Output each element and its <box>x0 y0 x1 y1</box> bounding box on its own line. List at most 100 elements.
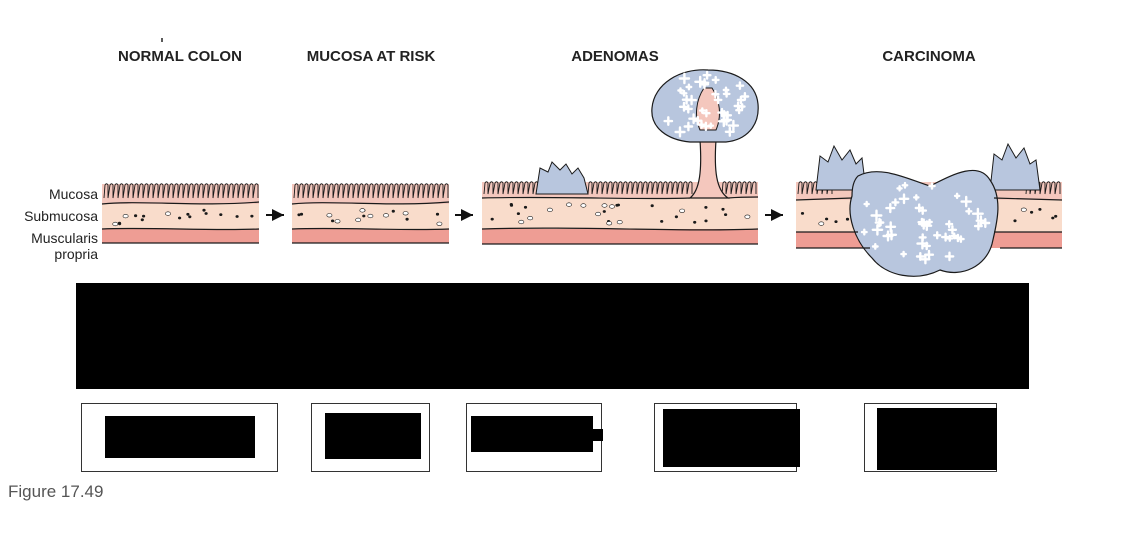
submucosa-cell <box>142 214 146 218</box>
submucosa-cell <box>178 216 182 220</box>
gland-lumen <box>711 75 720 84</box>
submucosa-cell <box>1054 214 1058 218</box>
submucosa-cells <box>297 208 443 226</box>
submucosa-cell <box>334 219 341 224</box>
layer-boundary <box>795 197 1063 201</box>
submucosa-cell <box>391 209 395 213</box>
submucosa-cell <box>202 208 206 212</box>
polyp-glands <box>663 70 750 138</box>
layer-boundary <box>101 227 260 231</box>
layer-boundary <box>481 227 759 231</box>
gland-lumen <box>707 122 715 129</box>
crypt-outline <box>103 183 259 199</box>
gland-lumen <box>917 217 927 227</box>
gland-lumen <box>913 194 920 201</box>
submucosa-cell <box>650 204 654 208</box>
gland-lumen <box>874 217 885 228</box>
submucosa-cell <box>704 219 708 223</box>
submucosa-cells <box>800 211 850 226</box>
redacted-label <box>471 416 593 452</box>
submucosa-cell <box>140 218 144 222</box>
gland-lumen <box>898 193 910 205</box>
submucosa-cell <box>523 205 528 209</box>
gland-lumen <box>736 95 746 105</box>
gland-lumen <box>885 203 896 214</box>
submucosa-layer <box>482 198 758 229</box>
gland-lumen <box>699 78 710 88</box>
submucosa-cell <box>721 207 725 211</box>
submucosa-cell <box>744 214 751 219</box>
gland-lumen <box>713 95 723 105</box>
submucosa-cell <box>219 213 223 217</box>
submucosa-cell <box>235 215 239 218</box>
gland-lumen <box>735 81 745 90</box>
submucosa-cell <box>359 208 366 213</box>
submucosa-cell <box>402 211 409 216</box>
submucosa-cell <box>595 211 601 217</box>
gland-lumen <box>871 243 879 250</box>
submucosa-cell <box>609 204 615 209</box>
submucosa-cell <box>297 213 301 217</box>
gland-lumen <box>870 209 883 222</box>
submucosa-cell <box>818 221 825 226</box>
submucosa-cell <box>1020 207 1027 212</box>
submucosa-cell <box>547 207 553 212</box>
gland-lumen <box>697 120 706 129</box>
gland-lumen <box>882 230 894 242</box>
gland-lumen <box>971 207 984 220</box>
submucosa-cell <box>834 220 838 224</box>
submucosa-cell <box>693 220 697 224</box>
layer-label-muscularis-line1: Muscularis <box>31 230 98 246</box>
submucosa-cell <box>518 219 525 225</box>
submucosa-cell <box>800 211 805 215</box>
submucosa-cell <box>490 217 494 221</box>
gland-lumen <box>901 181 909 189</box>
submucosa-cells <box>112 208 254 227</box>
submucosa-cell <box>165 211 171 216</box>
gland-lumen <box>738 103 746 111</box>
gland-lumen <box>723 110 733 120</box>
gland-lumen <box>685 83 693 91</box>
gland-lumen <box>860 228 868 236</box>
submucosa-cell <box>615 203 619 207</box>
muscularis-layer <box>482 229 758 244</box>
submucosa-cell <box>134 214 138 218</box>
submucosa-cell <box>188 215 192 219</box>
crypt-row <box>103 183 259 199</box>
label-box-5 <box>864 403 997 472</box>
submucosa-cell <box>1051 216 1055 220</box>
redacted-label <box>663 409 800 467</box>
submucosa-cell <box>1038 207 1042 211</box>
gland-lumen <box>678 72 691 85</box>
gland-lumen <box>973 221 983 231</box>
redacted-label <box>877 408 997 470</box>
crypt-outline <box>721 181 757 195</box>
gland-lumen <box>711 89 720 99</box>
gland-lumen <box>680 89 688 97</box>
gland-lumen <box>885 221 897 233</box>
submucosa-cell <box>1013 219 1017 223</box>
panel-carcinoma <box>795 142 1063 277</box>
gland-lumen <box>727 119 740 132</box>
layer-label-muscularis: Muscularis propria <box>31 230 98 262</box>
crypt-outline <box>293 183 449 199</box>
submucosa-cell <box>204 212 208 215</box>
gland-lumen <box>918 206 928 215</box>
stage-title-mucosa-at-risk: MUCOSA AT RISK <box>306 48 436 65</box>
muscularis-layer <box>102 229 259 243</box>
submucosa-cell <box>326 213 333 218</box>
layer-label-muscularis-line2: propria <box>54 246 98 262</box>
gland-lumen <box>891 198 900 207</box>
gland-lumen <box>945 220 954 229</box>
layer-boundary <box>291 227 450 231</box>
gland-lumen <box>740 92 750 101</box>
gland-lumen <box>871 224 884 236</box>
gland-lumen <box>900 250 907 258</box>
submucosa-cell <box>601 203 608 208</box>
submucosa-cell <box>616 220 623 225</box>
submucosa-cell <box>723 213 728 217</box>
gland-lumen <box>933 231 942 240</box>
gland-lumen <box>941 232 951 242</box>
submucosa-cell <box>516 212 521 216</box>
gland-lumen <box>980 218 991 229</box>
